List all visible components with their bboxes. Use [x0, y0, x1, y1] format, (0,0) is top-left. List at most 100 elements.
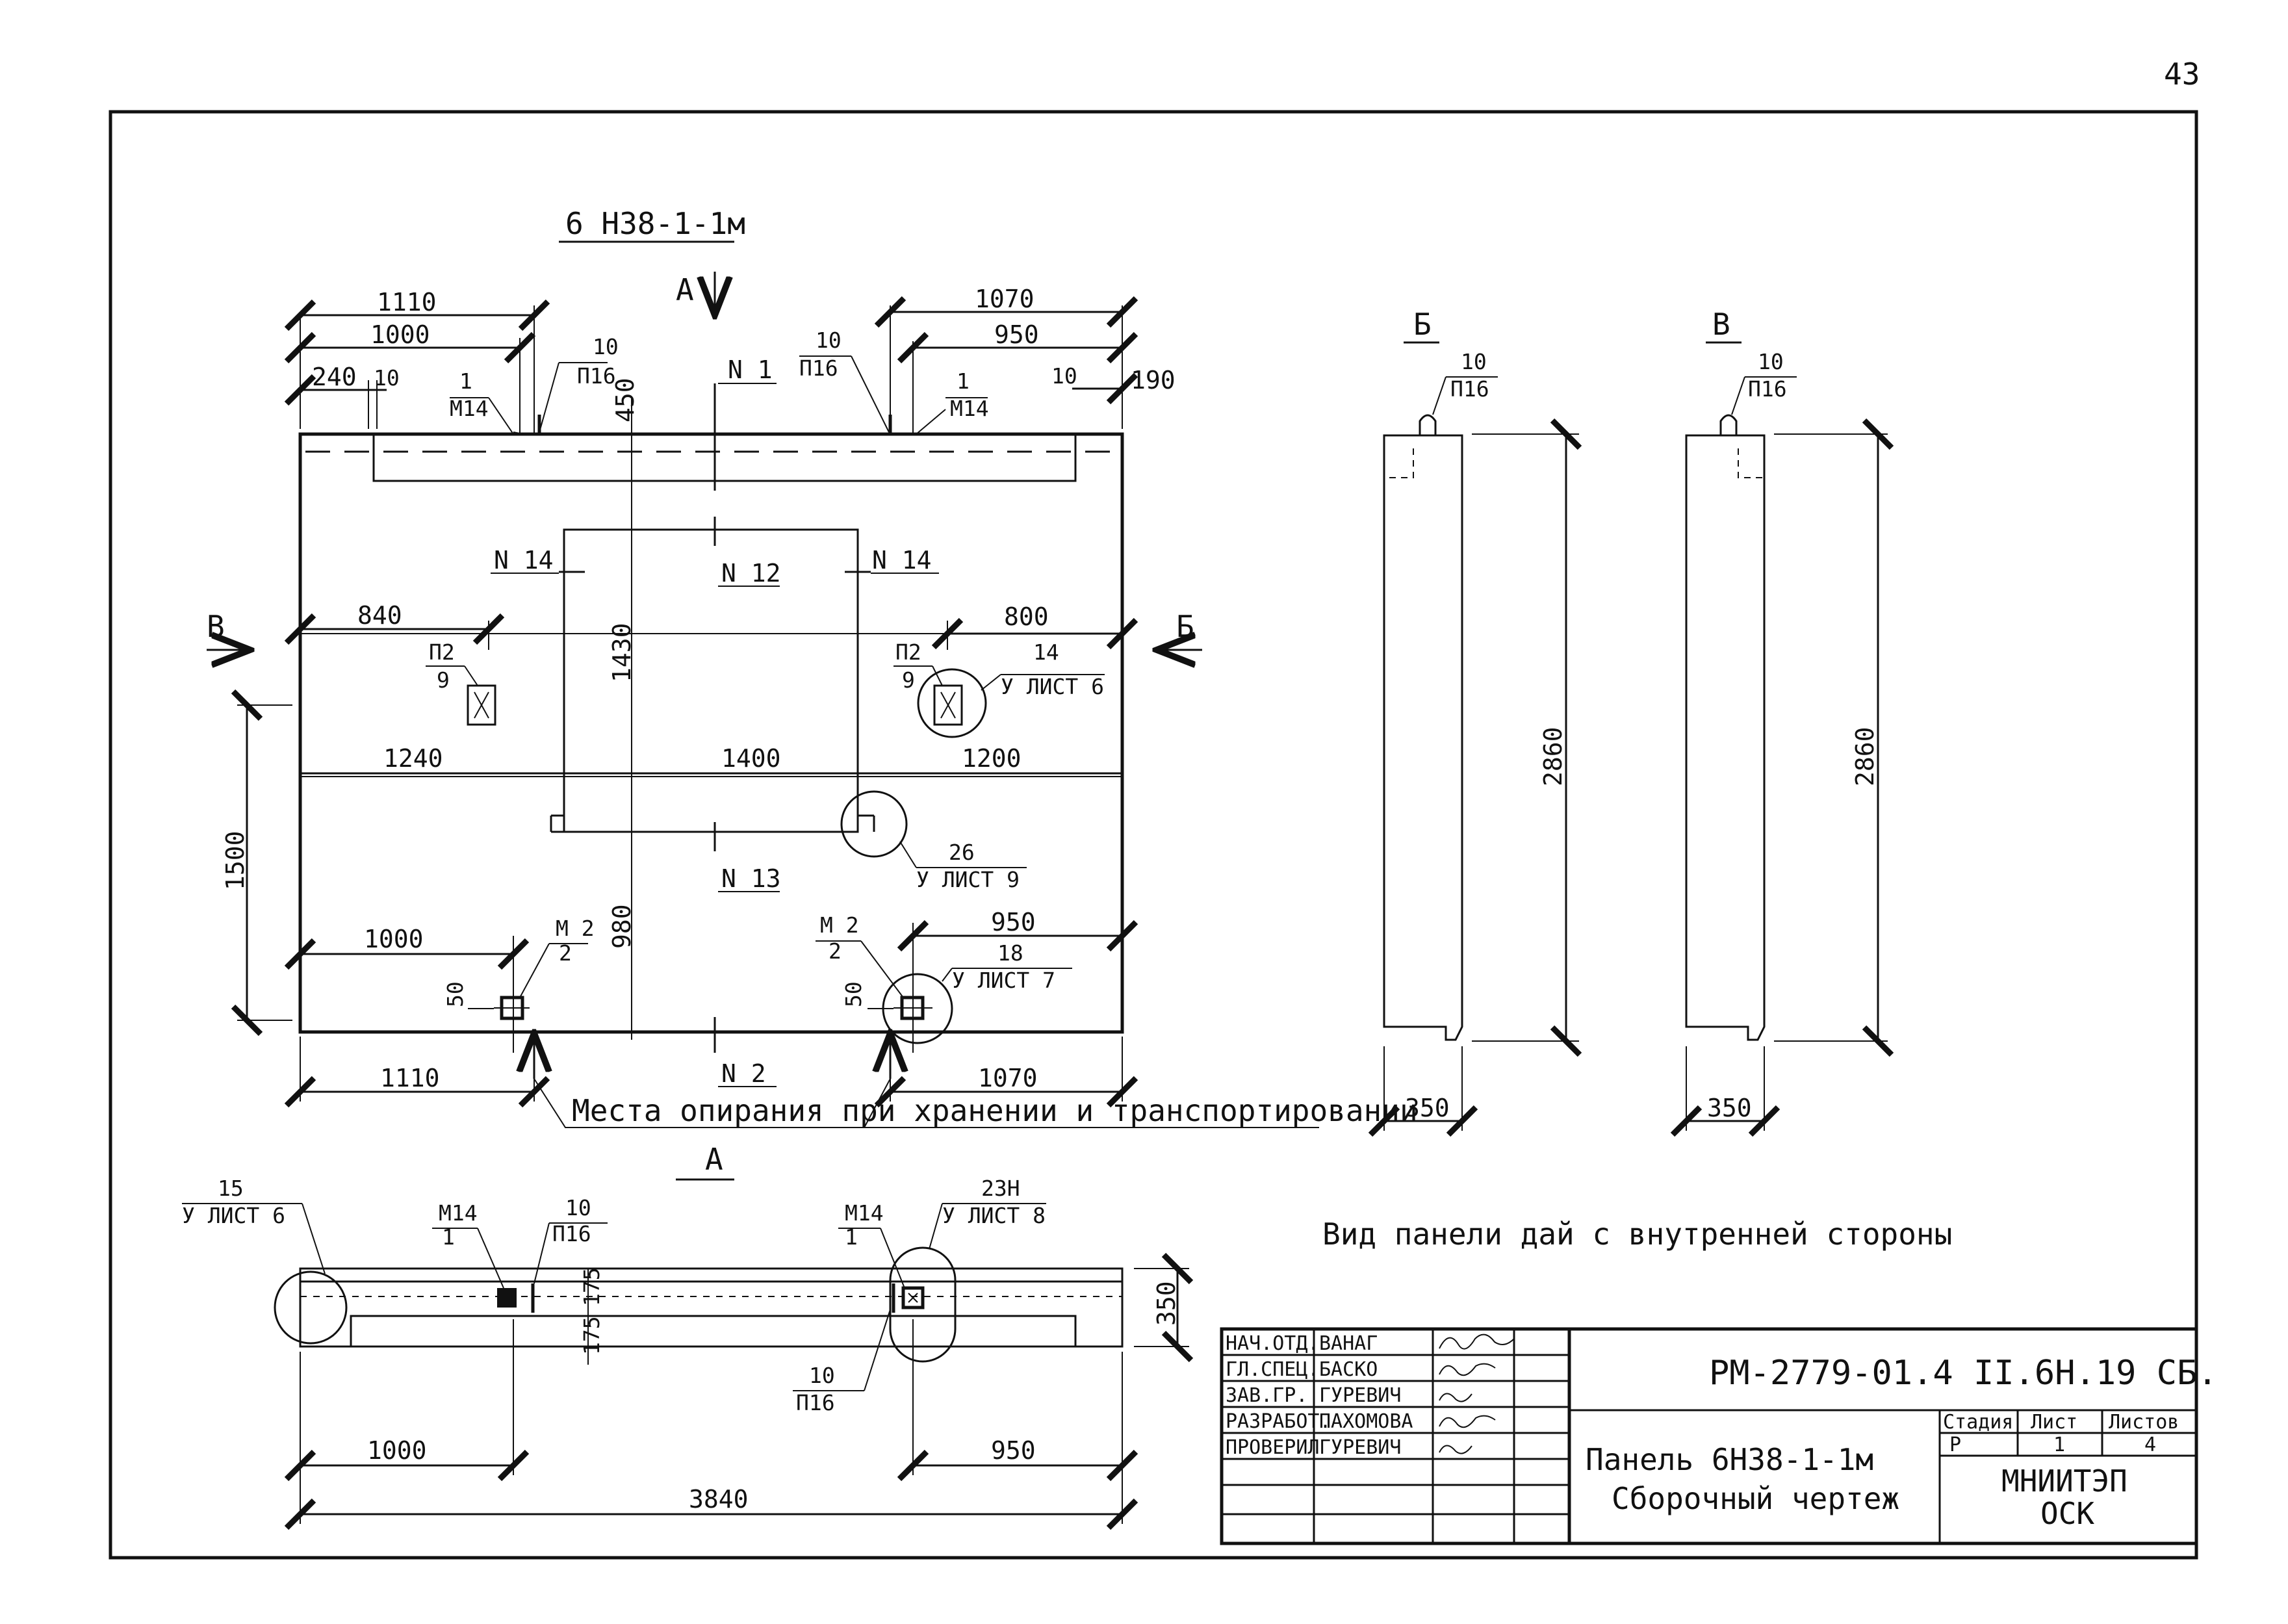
section-ref15-den: У ЛИСТ 6 — [182, 1203, 285, 1228]
arrow-b-label: В — [207, 609, 225, 644]
label-m2-left-den: 2 — [559, 940, 572, 966]
label-p2-right-den: 9 — [902, 667, 915, 693]
arrow-v-label: Б — [1176, 609, 1194, 644]
section-ref15-num: 15 — [218, 1176, 244, 1201]
view-b-ref-num: 10 — [1461, 349, 1487, 374]
section-ref23-num: 23Н — [981, 1176, 1020, 1201]
tb-role-5: ПРОВЕРИЛ — [1226, 1436, 1320, 1459]
tb-name-1: ВАНАГ — [1319, 1332, 1378, 1355]
tb-col-sheet: Лист — [2031, 1411, 2077, 1434]
dim-950-bot: 950 — [991, 908, 1036, 936]
section-m14-right-den: 1 — [845, 1224, 858, 1250]
label-ref18-num: 18 — [997, 940, 1023, 966]
label-m14-right-den: М14 — [950, 396, 989, 421]
embed-p2-left — [467, 684, 496, 726]
tb-col-stage: Стадия — [1943, 1411, 2013, 1434]
dim-450: 450 — [611, 378, 639, 422]
label-p2-right-num: П2 — [895, 639, 921, 665]
view-v: В 10 П16 2860 350 — [1670, 307, 1894, 1137]
tb-role-1: НАЧ.ОТД. — [1226, 1332, 1320, 1355]
tb-name-line2: Сборочный чертеж — [1612, 1481, 1899, 1516]
label-ref14-den: У ЛИСТ 6 — [1001, 674, 1104, 699]
dim-50-right: 50 — [841, 981, 866, 1007]
section-a: А 15 У ЛИСТ 6 М14 1 10 П16 М14 1 23Н — [182, 1142, 1194, 1530]
window-opening — [563, 528, 859, 833]
label-m2-right-den: 2 — [829, 938, 842, 964]
dim-1000-top: 1000 — [370, 320, 430, 349]
label-n12: N 12 — [721, 559, 781, 587]
section-m14-left-den: 1 — [442, 1224, 455, 1250]
view-b-mark: Б — [1413, 307, 1432, 342]
view-b-width: 350 — [1405, 1094, 1450, 1122]
view-b-panel — [1383, 434, 1463, 1041]
section-ref23-den: У ЛИСТ 8 — [942, 1203, 1046, 1228]
view-b-hook — [1419, 414, 1437, 435]
tb-org-line2: ОСК — [2040, 1496, 2094, 1531]
label-ref26-den: У ЛИСТ 9 — [916, 867, 1020, 892]
tb-sheet: 1 — [2053, 1434, 2065, 1456]
section-m14-left-num: М14 — [439, 1200, 478, 1226]
label-n14-right: N 14 — [872, 546, 932, 574]
label-m2-left-num: М 2 — [556, 916, 595, 941]
view-v-ref-num: 10 — [1758, 349, 1784, 374]
section-d175-top: 175 — [579, 1267, 604, 1306]
view-v-height: 2860 — [1851, 727, 1879, 786]
sheet-frame — [109, 110, 2198, 1560]
label-ref26-num: 26 — [949, 840, 975, 865]
dim-10-right: 10 — [1051, 363, 1077, 389]
view-b-ref-den: П16 — [1450, 376, 1489, 402]
tb-doc-code: РМ-2779-01.4 II.6Н.19 СБ. — [1709, 1354, 2218, 1393]
tb-name-line1: Панель 6Н38-1-1м — [1586, 1442, 1873, 1477]
view-b-height: 2860 — [1539, 727, 1567, 786]
detail-oval-23 — [889, 1246, 957, 1363]
section-p16-left-num: 10 — [565, 1195, 591, 1220]
tb-role-3: ЗАВ.ГР. — [1226, 1384, 1307, 1407]
label-p16-left-den: П16 — [577, 363, 616, 389]
section-m14-right-num: М14 — [845, 1200, 884, 1226]
section-d1000: 1000 — [367, 1436, 427, 1465]
label-p2-left-den: 9 — [437, 667, 450, 693]
section-embed-right — [901, 1286, 925, 1309]
label-n13: N 13 — [721, 864, 781, 893]
section-p16-bot-den: П16 — [796, 1390, 835, 1415]
tb-name-5: ГУРЕВИЧ — [1319, 1436, 1401, 1459]
dim-1430: 1430 — [608, 623, 636, 682]
section-a-title: А — [705, 1142, 723, 1177]
tb-role-4: РАЗРАБОТ. — [1226, 1410, 1331, 1433]
label-p16-mid-num: 10 — [816, 328, 842, 353]
section-embed-left — [497, 1288, 517, 1308]
embed-p2-right — [933, 684, 963, 726]
label-n2: N 2 — [721, 1059, 766, 1088]
detail-circle-14 — [917, 668, 987, 738]
dim-10-left: 10 — [374, 365, 400, 391]
section-p16-left-den: П16 — [552, 1221, 591, 1246]
tb-name-2: БАСКО — [1319, 1358, 1378, 1381]
view-v-ref-den: П16 — [1748, 376, 1787, 402]
section-d950: 950 — [991, 1436, 1036, 1465]
tb-name-4: ПАХОМОВА — [1319, 1410, 1413, 1433]
dim-1240: 1240 — [383, 744, 443, 773]
dim-1070-top: 1070 — [975, 285, 1035, 313]
label-p2-left-num: П2 — [429, 639, 455, 665]
label-n14-left: N 14 — [494, 546, 554, 574]
view-v-panel — [1685, 434, 1766, 1041]
section-d350: 350 — [1152, 1281, 1181, 1326]
tb-sheets: 4 — [2144, 1434, 2156, 1456]
label-n1: N 1 — [728, 355, 773, 384]
dim-950-top: 950 — [994, 320, 1039, 349]
detail-circle-26 — [840, 790, 908, 858]
section-a-body — [299, 1267, 1124, 1348]
tb-org-line1: МНИИТЭП — [2001, 1463, 2127, 1499]
dim-1110-top: 1110 — [377, 288, 437, 316]
section-d3840: 3840 — [689, 1485, 749, 1514]
dim-1070-bot: 1070 — [978, 1064, 1038, 1092]
support-note: Места опирания при хранении и транспорти… — [572, 1093, 1418, 1128]
dim-980: 980 — [608, 904, 636, 949]
plan-title: 6 Н38-1-1м — [565, 206, 745, 241]
dim-1110-bot: 1110 — [380, 1064, 440, 1092]
dim-50-left: 50 — [443, 981, 468, 1007]
label-ref18-den: У ЛИСТ 7 — [952, 968, 1055, 993]
dim-1500: 1500 — [221, 831, 250, 890]
inner-view-caption: Вид панели дай с внутренней стороны — [1322, 1217, 1952, 1252]
